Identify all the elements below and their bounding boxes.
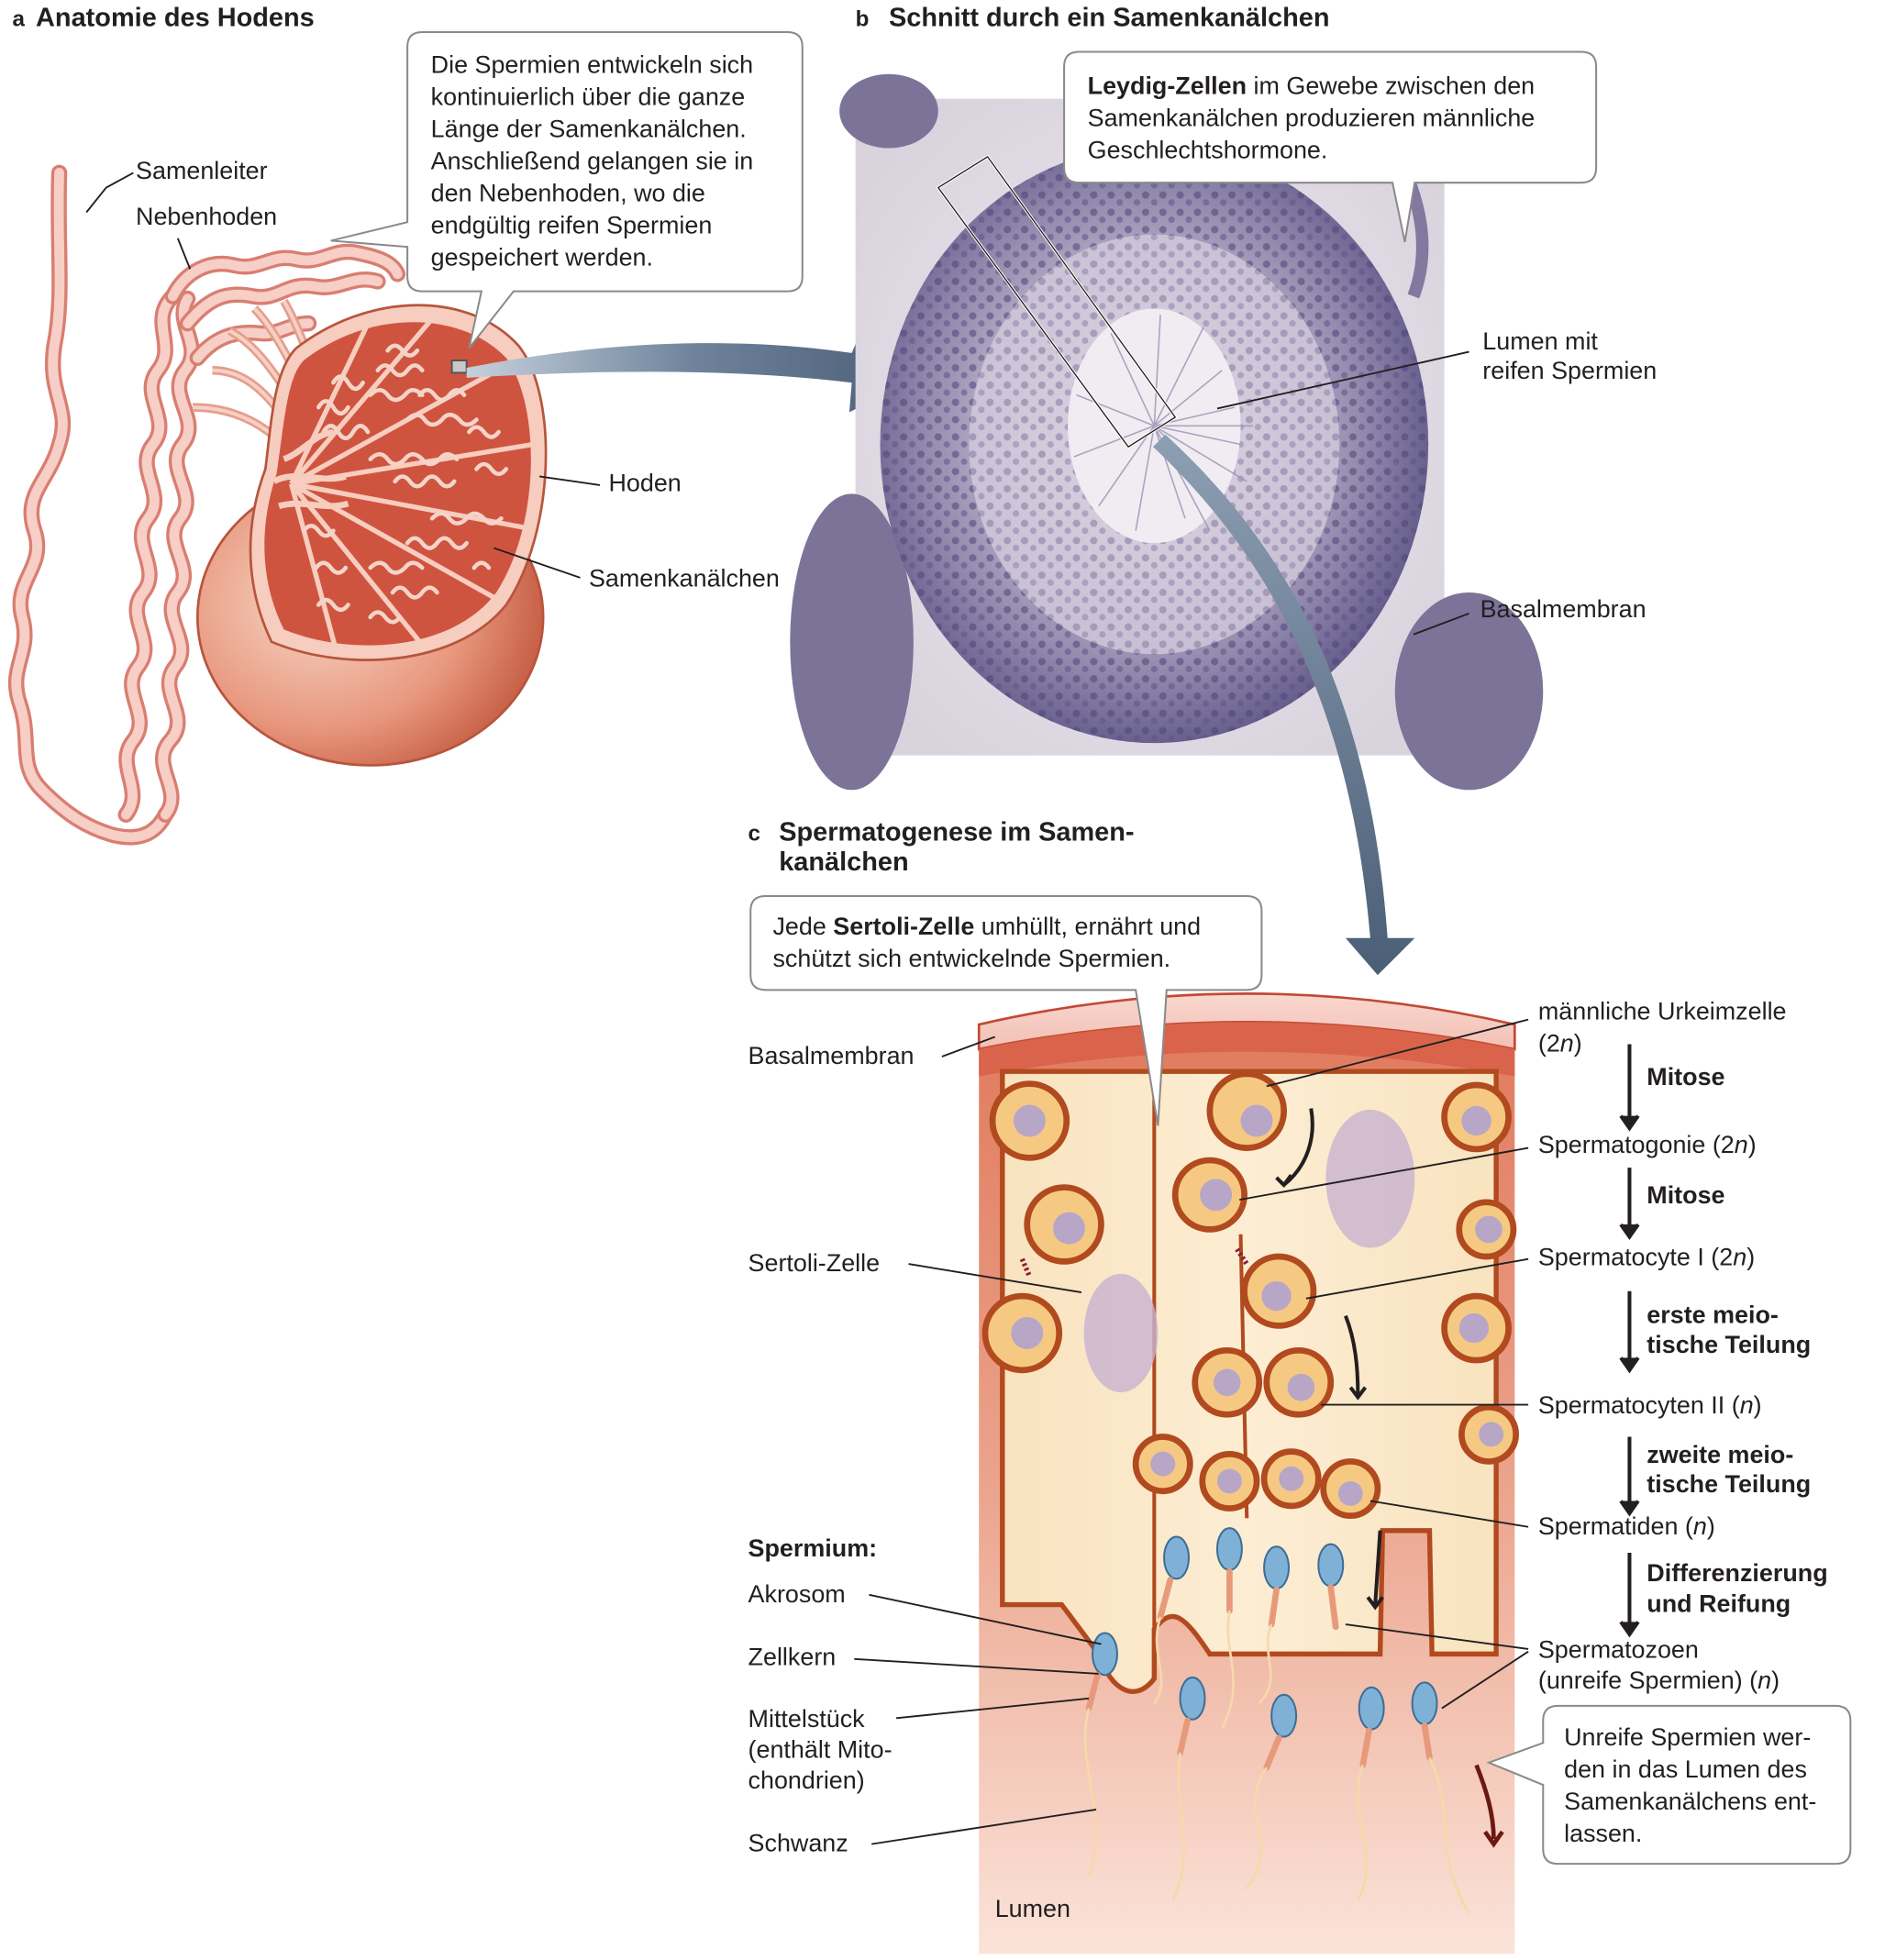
callout-release-line-4: lassen.: [1564, 1820, 1642, 1847]
label-lumen-c: Lumen: [995, 1895, 1070, 1922]
inner-arrow-2: [1344, 1314, 1360, 1395]
leader-urkeimzelle: [1266, 1018, 1529, 1088]
hoden-illustration: [195, 304, 548, 767]
leader-basalmembran-c: [941, 1035, 996, 1058]
stage-spermatocyte-1: Spermatocyte I (2n): [1538, 1243, 1755, 1270]
label-basalmembran-c: Basalmembran: [748, 1042, 915, 1069]
callout-b-line-3: Geschlechtshormone.: [1088, 136, 1328, 163]
callout-release-line-3: Samenkanälchens ent-: [1564, 1788, 1816, 1815]
label-mittelstueck-3: chondrien): [748, 1766, 865, 1794]
leader-nebenhoden: [176, 238, 192, 270]
callout-panel-a: Die Spermien entwickeln sich kontinuierl…: [330, 30, 804, 349]
inner-arrow-3: [1373, 1530, 1382, 1605]
panel-a-letter: a: [12, 6, 25, 31]
leader-schwanz: [870, 1809, 1097, 1845]
callout-sertoli-line-2: schützt sich entwickelnde Spermien.: [772, 945, 1170, 972]
callout-panel-b: Leydig-Zellen im Gewebe zwischen den Sam…: [1063, 50, 1598, 242]
label-basalmembran-b: Basalmembran: [1480, 595, 1647, 623]
leader-spermatiden: [1369, 1500, 1529, 1528]
panel-a: a Anatomie des Hodens: [7, 3, 916, 846]
leader-samenkanaelchen: [493, 547, 581, 579]
callout-sertoli-line-1: Jede Sertoli-Zelle umhüllt, ernährt und: [772, 913, 1201, 940]
label-zellkern: Zellkern: [748, 1643, 837, 1670]
callout-b-line-2: Samenkanälchen produzieren männliche: [1088, 104, 1536, 131]
process-mitose-2: Mitose: [1647, 1181, 1724, 1209]
callout-a-line-4: Anschließend gelangen sie in: [431, 147, 754, 174]
panel-b: b Schnitt durch ein Samenkanälchen: [790, 3, 1657, 976]
leader-spermatozoen-a: [1345, 1623, 1529, 1650]
label-spermium-heading: Spermium:: [748, 1534, 878, 1562]
panel-c-title-1: Spermatogenese im Samen-: [779, 817, 1134, 847]
leader-samenleiter: [85, 172, 134, 214]
process-meiose-1-line-1: erste meio-: [1647, 1301, 1779, 1329]
panel-c: c Spermatogenese im Samen- kanälchen: [748, 817, 1852, 1954]
label-nebenhoden: Nebenhoden: [136, 203, 277, 230]
process-differenzierung-line-2: und Reifung: [1647, 1590, 1791, 1618]
label-sertoli-zelle: Sertoli-Zelle: [748, 1249, 881, 1277]
process-mitose-1: Mitose: [1647, 1063, 1724, 1091]
label-lumen-1: Lumen mit: [1482, 327, 1598, 355]
leader-akrosom: [869, 1593, 1102, 1645]
samenleiter-illustration: [7, 164, 200, 846]
magnified-region-marker: [450, 359, 468, 374]
process-meiose-2-line-2: tische Teilung: [1647, 1470, 1811, 1498]
stage-labels: männliche Urkeimzelle (2n) Spermatogonie…: [1239, 998, 1787, 1710]
leader-sertoli-zelle: [908, 1263, 1082, 1293]
label-samenleiter: Samenleiter: [136, 157, 268, 184]
callout-release: Unreife Spermien wer- den in das Lumen d…: [1486, 1704, 1852, 1866]
stage-urkeimzelle-line-1: männliche Urkeimzelle: [1538, 998, 1787, 1025]
label-schwanz: Schwanz: [748, 1830, 848, 1857]
panel-c-letter: c: [748, 821, 760, 846]
panel-b-title: Schnitt durch ein Samenkanälchen: [889, 3, 1330, 32]
process-arrows: Mitose Mitose erste meio- tische Teilung…: [1619, 1044, 1828, 1638]
panel-c-title-2: kanälchen: [779, 847, 908, 877]
arrow-a-to-b: [466, 323, 916, 413]
panel-a-title: Anatomie des Hodens: [36, 3, 315, 32]
stage-spermatocyten-2: Spermatocyten II (n): [1538, 1391, 1762, 1419]
leader-zellkern: [854, 1657, 1099, 1675]
leader-basalmembran-b: [1413, 612, 1469, 636]
callout-a-line-1: Die Spermien entwickeln sich: [431, 50, 753, 78]
leader-hoden: [538, 475, 601, 486]
callout-release-line-2: den in das Lumen des: [1564, 1755, 1807, 1783]
callout-a-line-7: gespeichert werden.: [431, 243, 653, 271]
process-meiose-2-line-1: zweite meio-: [1647, 1441, 1793, 1468]
callout-b-line-1: Leydig-Zellen im Gewebe zwischen den: [1088, 72, 1535, 99]
leader-spermatocyte-1: [1305, 1257, 1529, 1300]
process-meiose-1-line-2: tische Teilung: [1647, 1331, 1811, 1358]
stage-spermatozoen-line-2: (unreife Spermien) (n): [1538, 1667, 1780, 1694]
callout-a-line-3: Länge der Samenkanälchen.: [431, 115, 747, 142]
leader-mittelstueck: [895, 1697, 1090, 1720]
callout-a-line-2: kontinuierlich über die ganze: [431, 83, 746, 110]
release-arrow: [1474, 1764, 1496, 1840]
leader-spermatozoen-b: [1441, 1650, 1529, 1710]
leader-lumen: [1216, 350, 1469, 410]
callout-release-line-1: Unreife Spermien wer-: [1564, 1723, 1811, 1751]
panel-b-letter: b: [856, 6, 870, 31]
stage-spermatiden: Spermatiden (n): [1538, 1512, 1715, 1540]
process-differenzierung-line-1: Differenzierung: [1647, 1559, 1827, 1587]
stage-urkeimzelle-line-2: (2n): [1538, 1030, 1582, 1058]
label-samenkanaelchen: Samenkanälchen: [589, 564, 780, 592]
spermatogenesis-illustration: [977, 992, 1520, 1954]
callout-a-line-5: den Nebenhoden, wo die: [431, 179, 705, 206]
stage-spermatogonie: Spermatogonie (2n): [1538, 1131, 1757, 1158]
callout-a-line-6: endgültig reifen Spermien: [431, 211, 713, 238]
leader-spermatogonie: [1239, 1146, 1529, 1201]
stage-spermatozoen-line-1: Spermatozoen: [1538, 1635, 1699, 1663]
callout-sertoli: Jede Sertoli-Zelle umhüllt, ernährt und …: [749, 895, 1263, 1126]
label-akrosom: Akrosom: [748, 1580, 846, 1608]
label-mittelstueck-2: (enthält Mito-: [748, 1735, 893, 1763]
label-hoden: Hoden: [608, 470, 681, 497]
label-lumen-2: reifen Spermien: [1482, 357, 1657, 384]
label-mittelstueck-1: Mittelstück: [748, 1705, 866, 1733]
